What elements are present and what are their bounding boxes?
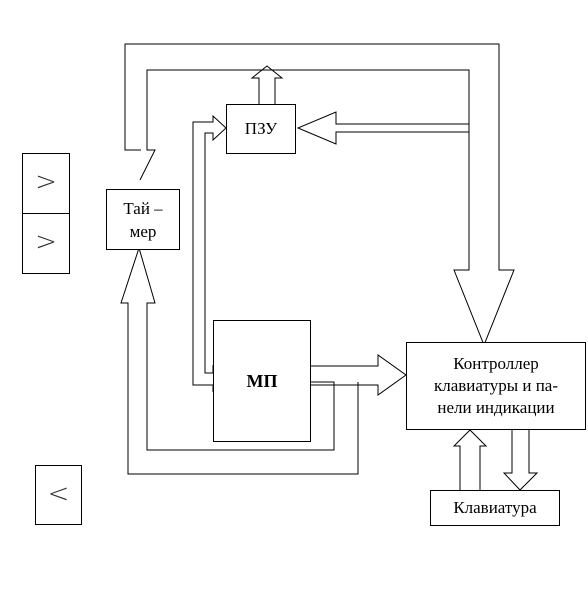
timer-block: Тай – мер	[106, 189, 180, 250]
controller-label-line1: Контроллер	[453, 354, 539, 373]
keyboard-block: Клавиатура	[430, 490, 560, 526]
side-symbol-bottom: <	[35, 465, 82, 525]
mp-label: МП	[246, 371, 278, 391]
controller-block: Контроллер клавиатуры и па- нели индикац…	[406, 342, 586, 430]
side-symbol-middle: >	[22, 213, 70, 274]
greater-than-top: >	[35, 167, 57, 197]
controller-label-line3: нели индикации	[437, 398, 555, 417]
mp-block: МП	[213, 320, 311, 442]
greater-than-middle: >	[35, 227, 57, 257]
bus-top-outer	[124, 43, 515, 347]
side-symbol-top: >	[22, 153, 70, 214]
keyboard-label: Клавиатура	[453, 498, 537, 517]
less-than-bottom: <	[47, 479, 70, 509]
arrow-keyboard-up	[452, 429, 488, 490]
arrow-keyboard-down	[502, 430, 539, 491]
pzu-label: ПЗУ	[244, 119, 278, 138]
arrow-up-pzu	[250, 65, 284, 104]
pzu-block: ПЗУ	[226, 104, 296, 154]
bus-mp-to-timer	[120, 246, 359, 475]
arrow-right-to-pzu	[296, 111, 469, 145]
controller-label-line2: клавиатуры и па-	[433, 376, 559, 395]
timer-label-line2: мер	[129, 222, 157, 241]
timer-label-line1: Тай –	[123, 199, 163, 218]
